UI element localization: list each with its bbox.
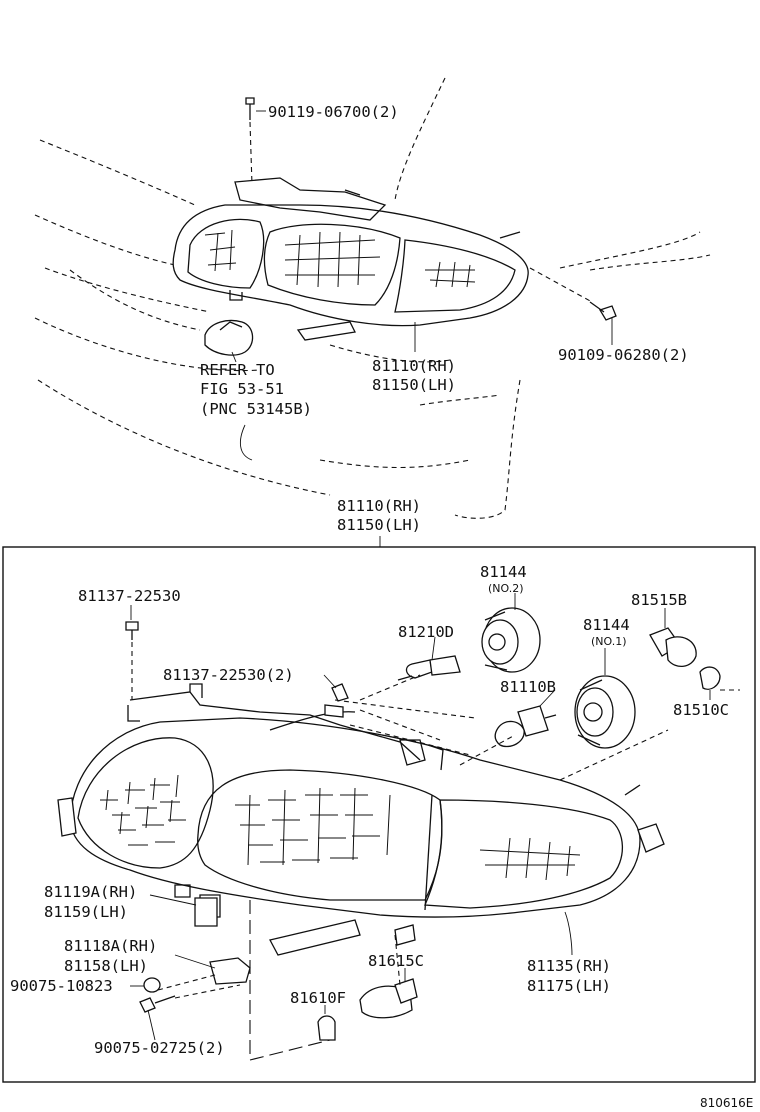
label-refer-line3: (PNC 53145B)	[200, 400, 312, 418]
label-nut-90075-10823: 90075-10823	[10, 977, 113, 995]
socket-81144-no2-icon	[481, 607, 541, 673]
label-bulb-81110b: 81110B	[500, 678, 556, 696]
main-lens-grid	[100, 774, 581, 881]
label-refer-line2: FIG 53-51	[200, 380, 284, 398]
exploded-view-frame	[2, 546, 756, 1083]
upper-lens-grid	[204, 229, 476, 288]
screw-90119-icon	[245, 97, 255, 120]
label-bracket-81119a-rh: 81119A(RH)	[44, 883, 137, 901]
upper-vehicle-view	[34, 77, 711, 519]
nut-90075-10823-icon	[143, 977, 161, 993]
bulb-81610f-icon	[317, 1015, 336, 1041]
label-bracket-81118a-rh: 81118A(RH)	[64, 937, 157, 955]
screw-81137-icon	[125, 621, 139, 640]
label-screw-90075-02725: 90075-02725(2)	[94, 1039, 225, 1057]
label-refer-line1: REFER TO	[200, 361, 275, 379]
label-bulb-81515b: 81515B	[631, 591, 687, 609]
bulb-81110b-icon	[494, 705, 557, 748]
label-socket-81144-no2: 81144	[480, 563, 527, 581]
label-socket-81144-no1-sub: (NO.1)	[591, 635, 627, 648]
label-bulb-81510c: 81510C	[673, 701, 729, 719]
headlamp-assembly-exploded	[57, 593, 740, 1061]
socket-81144-no1-icon	[574, 675, 636, 749]
screw-90109-icon	[589, 301, 617, 321]
label-screw-90119: 90119-06700(2)	[268, 103, 399, 121]
label-bulb-81210d: 81210D	[398, 623, 454, 641]
label-socket-81615c: 81615C	[368, 952, 424, 970]
label-screw-90109: 90109-06280(2)	[558, 346, 689, 364]
label-assy-main-rh: 81110(RH)	[337, 497, 421, 515]
screw-90075-02725-icon	[139, 995, 176, 1013]
label-lens-81135-rh: 81135(RH)	[527, 957, 611, 975]
bulb-81210d-icon	[397, 655, 461, 681]
label-socket-81144-no2-sub: (NO.2)	[488, 582, 524, 595]
label-bracket-81159-lh: 81159(LH)	[44, 903, 128, 921]
label-assy-main-lh: 81150(LH)	[337, 516, 421, 534]
label-screw-81137-a: 81137-22530	[78, 587, 181, 605]
bulb-81515b-icon	[649, 627, 697, 667]
screw-81137-b-icon	[331, 683, 349, 702]
label-bulb-81610f: 81610F	[290, 989, 346, 1007]
socket-81615c-icon	[359, 978, 418, 1019]
label-assy-upper-lh: 81150(LH)	[372, 376, 456, 394]
label-assy-upper-rh: 81110(RH)	[372, 357, 456, 375]
label-lens-81175-lh: 81175(LH)	[527, 977, 611, 995]
bulb-81510c-icon	[699, 666, 721, 690]
label-socket-81144-no1: 81144	[583, 616, 630, 634]
label-screw-81137-b: 81137-22530(2)	[163, 666, 294, 684]
figure-code: 810616E	[700, 1096, 753, 1110]
label-bracket-81158-lh: 81158(LH)	[64, 957, 148, 975]
